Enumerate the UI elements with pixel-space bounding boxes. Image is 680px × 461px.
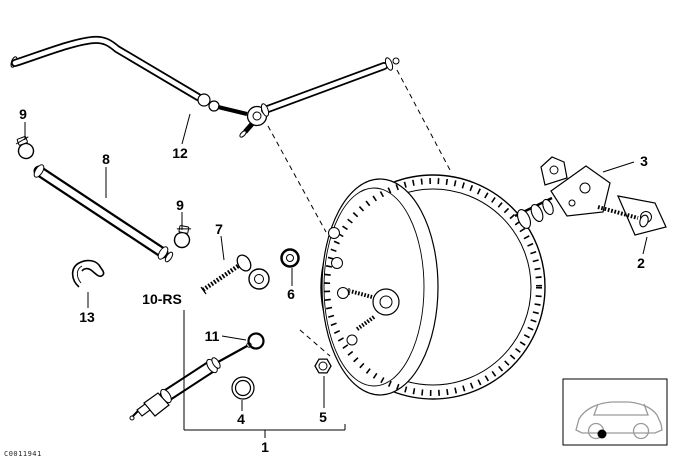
part-label-9-upper: 9 [19,106,27,122]
part-label-7: 7 [215,221,223,237]
part-label-1: 1 [261,439,269,455]
part-label-13: 13 [79,309,95,325]
car-location-inset [562,378,668,446]
vacuum-hose-drawing [10,35,400,138]
assembly-dashed-lines [267,69,451,357]
grommet-drawing [280,248,300,268]
part-label-8: 8 [102,151,110,167]
hose-8-drawing [33,164,174,263]
brake-booster-drawing [320,174,546,400]
part-label-12: 12 [172,145,188,161]
car-icon [575,401,663,440]
part-label-2: 2 [637,255,645,271]
sealing-ring-drawing [231,376,255,400]
retaining-clip-drawing [71,259,105,288]
part-label-3: 3 [640,153,648,169]
union-screw-drawing [200,254,270,295]
diagram-code: C0011941 [4,450,42,458]
part-label-4: 4 [237,411,245,427]
part-label-10-rs: 10-RS [142,291,182,307]
location-dot [597,429,607,439]
stud-bracket-drawing [597,195,667,236]
hose-clamp-lower-drawing [172,224,193,250]
leader-lines [24,113,648,438]
o-ring-11-drawing [247,332,265,350]
part-label-5: 5 [319,409,327,425]
part-label-6: 6 [287,286,295,302]
part-label-9-lower: 9 [176,197,184,213]
sensor-assembly-drawing [129,342,252,421]
part-label-11: 11 [204,328,220,344]
mount-bracket-drawing [514,156,611,229]
nut-drawing [314,358,332,374]
